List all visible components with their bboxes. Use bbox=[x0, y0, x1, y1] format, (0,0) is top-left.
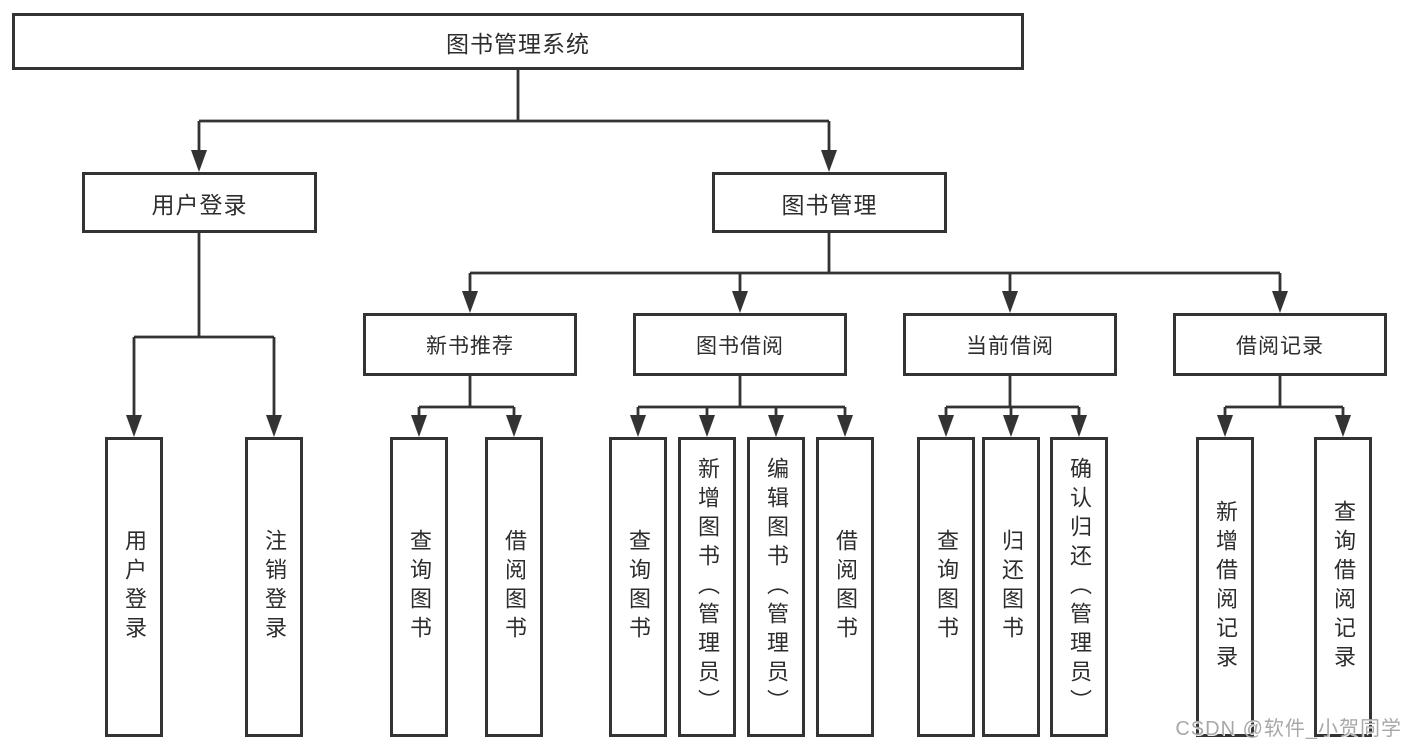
node-borrow-books-recommendation: 借阅图书 bbox=[485, 437, 543, 737]
node-label: 注销登录 bbox=[262, 529, 287, 645]
node-label: 图书管理系统 bbox=[446, 30, 590, 57]
node-label: 查询图书 bbox=[407, 529, 432, 645]
node-label: 查询图书 bbox=[934, 529, 959, 645]
node-current-borrowing: 当前借阅 bbox=[903, 313, 1117, 376]
node-label: 当前借阅 bbox=[966, 334, 1054, 358]
node-label: 新增借阅记录 bbox=[1213, 500, 1238, 674]
arrow-down-icon bbox=[1002, 291, 1018, 313]
node-label: 归还图书 bbox=[999, 529, 1024, 645]
arrow-down-icon bbox=[1071, 415, 1087, 437]
node-label: 用户登录 bbox=[122, 529, 147, 645]
node-label: 确认归还（管理员） bbox=[1067, 456, 1092, 718]
connector-lines bbox=[132, 69, 1345, 417]
node-query-books-recommendation: 查询图书 bbox=[390, 437, 448, 737]
node-label: 借阅记录 bbox=[1236, 334, 1324, 358]
node-label: 查询借阅记录 bbox=[1331, 500, 1356, 674]
arrow-down-icon bbox=[630, 415, 646, 437]
arrow-down-icon bbox=[699, 415, 715, 437]
arrow-down-icon bbox=[1003, 415, 1019, 437]
node-label: 图书借阅 bbox=[696, 334, 784, 358]
node-add-borrow-record: 新增借阅记录 bbox=[1196, 437, 1254, 737]
node-add-book-admin: 新增图书（管理员） bbox=[678, 437, 736, 737]
arrow-down-icon bbox=[1335, 415, 1351, 437]
node-label: 编辑图书（管理员） bbox=[764, 456, 789, 718]
arrow-down-icon bbox=[938, 415, 954, 437]
node-query-books-borrowing: 查询图书 bbox=[609, 437, 667, 737]
node-label: 借阅图书 bbox=[833, 529, 858, 645]
node-edit-book-admin: 编辑图书（管理员） bbox=[747, 437, 805, 737]
arrow-down-icon bbox=[266, 415, 282, 437]
watermark: CSDN @软件_小贺同学 bbox=[1175, 718, 1402, 740]
node-new-book-recommendation: 新书推荐 bbox=[363, 313, 577, 376]
node-query-borrow-record: 查询借阅记录 bbox=[1314, 437, 1372, 737]
arrow-down-icon bbox=[732, 291, 748, 313]
node-label: 新书推荐 bbox=[426, 334, 514, 358]
arrow-down-icon bbox=[768, 415, 784, 437]
arrow-down-icon bbox=[837, 415, 853, 437]
arrow-down-icon bbox=[126, 415, 142, 437]
node-library-management-system: 图书管理系统 bbox=[12, 13, 1024, 70]
arrowhead-icons bbox=[126, 150, 1351, 437]
node-query-books-current: 查询图书 bbox=[917, 437, 975, 737]
node-label: 图书管理 bbox=[781, 191, 878, 218]
arrow-down-icon bbox=[506, 415, 522, 437]
arrow-down-icon bbox=[1272, 291, 1288, 313]
node-label: 查询图书 bbox=[626, 529, 651, 645]
node-confirm-return-admin: 确认归还（管理员） bbox=[1050, 437, 1108, 737]
arrow-down-icon bbox=[821, 150, 837, 172]
node-user-login-branch: 用户登录 bbox=[82, 172, 317, 233]
node-label: 新增图书（管理员） bbox=[695, 456, 720, 718]
arrow-down-icon bbox=[1217, 415, 1233, 437]
arrow-down-icon bbox=[411, 415, 427, 437]
node-label: 用户登录 bbox=[151, 191, 248, 218]
node-logout: 注销登录 bbox=[245, 437, 303, 737]
node-book-borrowing: 图书借阅 bbox=[633, 313, 847, 376]
node-return-book: 归还图书 bbox=[982, 437, 1040, 737]
arrow-down-icon bbox=[462, 291, 478, 313]
arrow-down-icon bbox=[191, 150, 207, 172]
node-borrowing-records: 借阅记录 bbox=[1173, 313, 1387, 376]
node-book-management: 图书管理 bbox=[712, 172, 947, 233]
node-label: 借阅图书 bbox=[502, 529, 527, 645]
node-user-login: 用户登录 bbox=[105, 437, 163, 737]
node-borrow-books: 借阅图书 bbox=[816, 437, 874, 737]
